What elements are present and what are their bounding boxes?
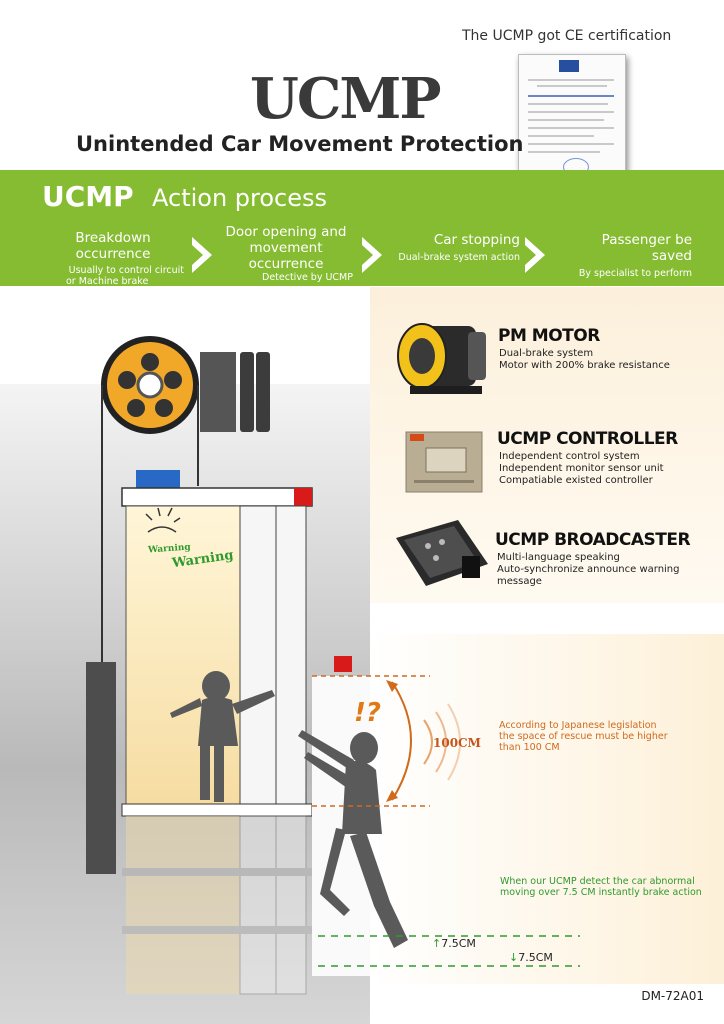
step-desc: or Machine brake bbox=[66, 276, 149, 287]
indicator-red bbox=[294, 488, 312, 506]
product-desc: Independent control system bbox=[499, 451, 640, 462]
product-title-ucmp-broadcaster: UCMP BROADCASTER bbox=[495, 530, 691, 550]
ucmp-detection-note: When our UCMP detect the car abnormal mo… bbox=[500, 876, 702, 898]
step-title: Car stopping bbox=[433, 232, 520, 248]
speaker-sound-icon bbox=[145, 507, 181, 533]
car-door bbox=[239, 505, 277, 807]
product-title-pm-motor: PM MOTOR bbox=[498, 326, 600, 346]
rescue-panel bbox=[370, 634, 724, 984]
rescue-distance-label: 100CM bbox=[433, 736, 481, 750]
product-desc: Motor with 200% brake resistance bbox=[499, 360, 670, 371]
car-floor bbox=[121, 803, 313, 817]
car-door bbox=[275, 505, 307, 807]
step-desc: Usually to control circuit bbox=[68, 265, 184, 276]
step-title: Breakdown occurrence bbox=[75, 230, 151, 262]
down-marker-label: ↓7.5CM bbox=[509, 951, 553, 964]
eu-flag-icon bbox=[559, 60, 579, 72]
product-desc: Auto-synchronize announce warning messag… bbox=[497, 564, 680, 587]
page-subtitle: Unintended Car Movement Protection bbox=[76, 132, 524, 156]
car-top bbox=[121, 487, 313, 507]
pm-motor-image bbox=[397, 323, 486, 394]
process-step-4: Passenger be saved By specialist to perf… bbox=[560, 232, 692, 279]
page-title: UCMP bbox=[250, 66, 442, 132]
brake-plate bbox=[256, 352, 270, 432]
car-reflection bbox=[122, 815, 312, 995]
product-desc: Multi-language speaking bbox=[497, 552, 620, 563]
arrow-up-icon: ↑ bbox=[432, 937, 442, 950]
indicator-red-landing bbox=[334, 656, 352, 672]
ce-caption: The UCMP got CE certification bbox=[462, 28, 672, 44]
elevator-diagram bbox=[86, 336, 580, 995]
process-step-2: Door opening and movement occurrence Det… bbox=[213, 224, 359, 283]
counterweight bbox=[86, 662, 116, 874]
ucmp-controller-image bbox=[405, 431, 483, 493]
legislation-note: According to Japanese legislation the sp… bbox=[499, 720, 668, 753]
step-desc: Dual-brake system action bbox=[398, 252, 520, 263]
woman-silhouette bbox=[298, 730, 408, 948]
step-desc: Detective by UCMP bbox=[262, 272, 353, 283]
sensor-box bbox=[136, 470, 180, 488]
ucmp-broadcaster-image bbox=[396, 520, 488, 586]
process-heading: Action process bbox=[152, 184, 328, 212]
step-title: Passenger be saved bbox=[601, 232, 692, 264]
chevron-right-icon bbox=[525, 237, 545, 273]
alert-symbol: !? bbox=[354, 698, 381, 728]
product-desc: Independent monitor sensor unit bbox=[499, 463, 664, 474]
chevron-right-icon bbox=[362, 237, 382, 273]
motor-housing bbox=[200, 352, 236, 432]
process-step-3: Car stopping Dual-brake system action bbox=[394, 232, 520, 263]
child-silhouette bbox=[170, 671, 275, 802]
step-title: movement occurrence bbox=[248, 240, 324, 272]
step-desc: By specialist to perform bbox=[578, 268, 692, 279]
document-code: DM-72A01 bbox=[641, 989, 704, 1003]
product-title-ucmp-controller: UCMP CONTROLLER bbox=[497, 429, 678, 449]
product-desc: Compatiable existed controller bbox=[499, 475, 653, 486]
process-label: UCMP bbox=[42, 180, 134, 213]
arrow-down-icon: ↓ bbox=[509, 951, 519, 964]
step-title: Door opening and bbox=[225, 224, 347, 240]
chevron-right-icon bbox=[192, 237, 212, 273]
product-desc: Dual-brake system bbox=[499, 348, 594, 359]
up-marker-label: ↑7.5CM bbox=[432, 937, 476, 950]
brake-plate bbox=[240, 352, 254, 432]
process-step-1: Breakdown occurrence Usually to control … bbox=[38, 230, 188, 287]
